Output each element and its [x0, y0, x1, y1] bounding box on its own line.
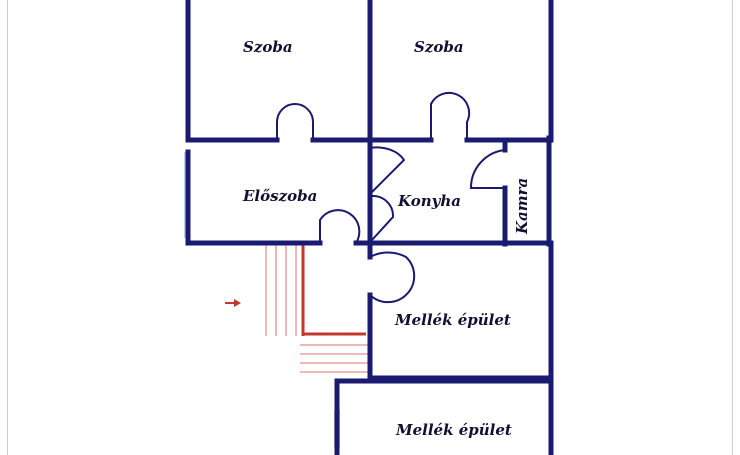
arrow-right-icon [225, 299, 241, 307]
frame-line-left [7, 0, 8, 455]
walls [185, 0, 554, 455]
label-mellek-2: Mellék épület [395, 421, 512, 439]
doors [276, 91, 506, 304]
frame-line-right [732, 0, 733, 455]
label-eloszoba: Előszoba [242, 187, 317, 205]
stairs [265, 245, 368, 373]
label-szoba-left: Szoba [243, 38, 293, 56]
label-mellek-1: Mellék épület [394, 311, 511, 329]
label-szoba-right: Szoba [414, 38, 464, 56]
label-konyha: Konyha [397, 192, 461, 210]
label-kamra: Kamra [513, 178, 531, 235]
